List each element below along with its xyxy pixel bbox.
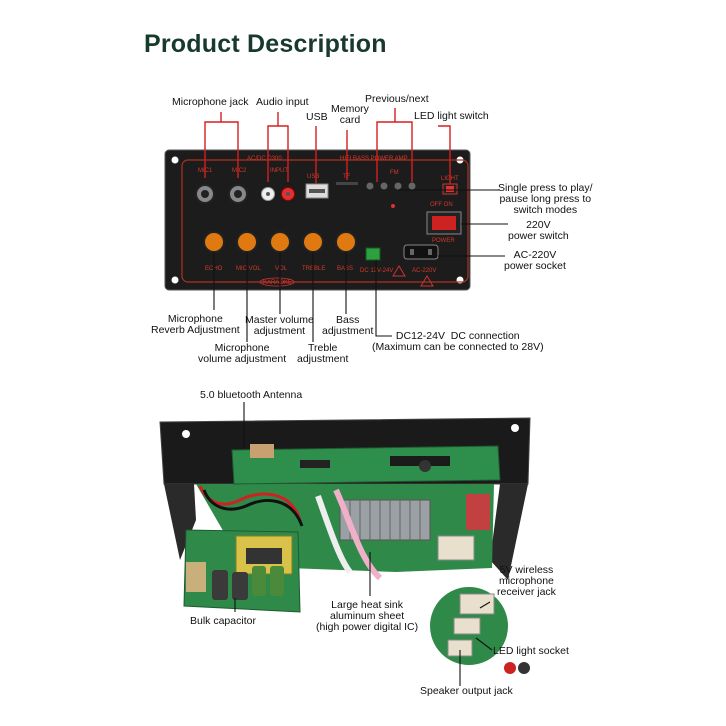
- label-dc-connection: DC12-24V DC connection (Maximum can be c…: [372, 330, 544, 353]
- page-title: Product Description: [144, 30, 387, 58]
- label-treble: Treble adjustment: [297, 342, 349, 365]
- top-callout-lines: [204, 108, 508, 342]
- label-led-light-switch: LED light switch: [414, 110, 489, 122]
- amp-board-photo: [159, 417, 531, 674]
- knob-label-vol: VOL: [275, 266, 288, 272]
- label-master-volume: Master volume adjustment: [245, 314, 314, 337]
- label-single-press: Single press to play/ pause long press t…: [498, 182, 593, 216]
- label-audio-input: Audio input: [256, 96, 309, 108]
- label-usb: USB: [306, 111, 328, 123]
- amp-front-panel: AC/DC D300 HIFI BASS POWER AMP MIC1 MIC2…: [164, 149, 471, 291]
- label-reverb: Microphone Reverb Adjustment: [151, 313, 240, 336]
- dc-text: DC 12V-24V: [360, 268, 393, 274]
- label-bulk-capacitor: Bulk capacitor: [190, 615, 256, 627]
- label-microphone-jack: Microphone jack: [172, 96, 249, 108]
- label-previous-next: Previous/next: [365, 93, 429, 105]
- label-memory-card: Memory card: [331, 103, 369, 126]
- fm-text: FM: [390, 170, 399, 176]
- label-power-socket: AC-220V power socket: [504, 249, 566, 272]
- label-heat-sink: Large heat sink aluminum sheet (high pow…: [316, 599, 419, 633]
- label-power-switch: 220V power switch: [508, 219, 569, 242]
- label-led-socket: LED light socket: [493, 645, 569, 657]
- label-wireless-jack: 5V wireless microphone receiver jack: [497, 564, 556, 598]
- knob-label-bass: BASS: [337, 266, 353, 272]
- label-speaker-jack: Speaker output jack: [420, 685, 513, 697]
- label-mic-volume: Microphone volume adjustment: [198, 342, 287, 365]
- off-on-text: OFF ON: [430, 202, 453, 208]
- ac-text: AC-220V: [412, 268, 436, 274]
- panel-header-text: HIFI BASS POWER AMP: [340, 156, 408, 162]
- label-antenna: 5.0 bluetooth Antenna: [200, 389, 303, 401]
- power-text: POWER: [432, 238, 455, 244]
- mic2-text: MIC2: [232, 168, 247, 174]
- label-bass: Bass adjustment: [322, 314, 374, 337]
- panel-model-text: AC/DC D300: [247, 156, 282, 162]
- karaoke-text: KARAOKE: [263, 280, 292, 286]
- knob-label-treble: TREBLE: [302, 266, 325, 272]
- input-text: INPUT: [270, 168, 288, 174]
- knob-label-micvol: MIC VOL: [236, 266, 261, 272]
- bottom-callout-lines: [234, 402, 493, 686]
- usb-text: USB: [307, 174, 319, 180]
